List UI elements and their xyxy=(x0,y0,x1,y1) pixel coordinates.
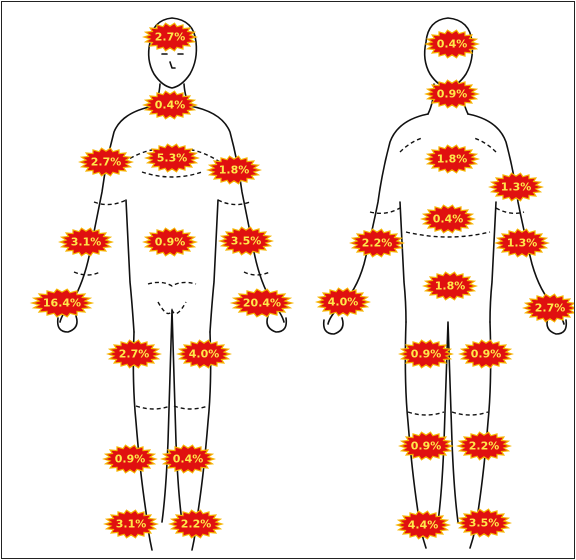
front-right-shoulder-label: 2.7% xyxy=(91,156,122,169)
back-left-thigh-label: 0.9% xyxy=(411,348,442,361)
front-right-shin-label: 0.9% xyxy=(115,453,146,466)
back-upper-back-marker: 1.8% xyxy=(426,145,478,173)
back-right-arm-marker: 1.3% xyxy=(496,229,548,257)
back-knees xyxy=(408,412,488,415)
back-left-arm-label: 2.2% xyxy=(362,237,393,250)
front-right-thigh-marker: 2.7% xyxy=(108,340,160,368)
front-right-forearm-label: 3.1% xyxy=(71,236,102,249)
back-mid-back-marker: 0.4% xyxy=(422,205,474,233)
front-abdomen-marker: 0.9% xyxy=(144,228,196,256)
front-right-hand-marker: 16.4% xyxy=(32,289,92,317)
front-face-eyes xyxy=(162,54,183,68)
back-left-arm-marker: 2.2% xyxy=(351,229,403,257)
front-head-marker: 2.7% xyxy=(144,23,196,51)
back-left-heel-label: 4.4% xyxy=(408,519,439,532)
front-chest-marker: 5.3% xyxy=(146,144,198,172)
front-left-hand-marker: 20.4% xyxy=(232,289,292,317)
back-right-heel-label: 3.5% xyxy=(469,517,500,530)
front-chest-label: 5.3% xyxy=(157,152,188,165)
back-lower-back-label: 1.8% xyxy=(435,280,466,293)
front-right-hand-label: 16.4% xyxy=(43,297,81,310)
front-right-shin-marker: 0.9% xyxy=(104,445,156,473)
back-left-hand-marker: 4.0% xyxy=(317,288,369,316)
front-right-shoulder-marker: 2.7% xyxy=(80,148,132,176)
front-groin xyxy=(148,282,196,313)
back-neck-label: 0.9% xyxy=(437,88,468,101)
front-chest-line xyxy=(142,172,202,177)
front-abdomen-label: 0.9% xyxy=(155,236,186,249)
back-right-shoulder-marker: 1.3% xyxy=(490,173,542,201)
back-left-thigh-marker: 0.9% xyxy=(400,340,452,368)
back-right-calf-marker: 2.2% xyxy=(458,432,510,460)
front-left-forearm-label: 3.5% xyxy=(231,235,262,248)
front-left-forearm-marker: 3.5% xyxy=(220,227,272,255)
front-left-foot-label: 2.2% xyxy=(181,518,212,531)
back-right-thigh-label: 0.9% xyxy=(471,348,502,361)
back-left-heel-marker: 4.4% xyxy=(397,511,449,539)
front-right-foot-label: 3.1% xyxy=(116,518,147,531)
front-neck-label: 0.4% xyxy=(155,99,186,112)
front-left-thigh-label: 4.0% xyxy=(189,348,220,361)
back-mid-back-label: 0.4% xyxy=(433,213,464,226)
back-left-calf-label: 0.9% xyxy=(411,440,442,453)
front-right-forearm-marker: 3.1% xyxy=(60,228,112,256)
back-right-hand-label: 2.7% xyxy=(535,302,566,315)
back-head-label: 0.4% xyxy=(437,38,468,51)
back-right-heel-marker: 3.5% xyxy=(458,509,510,537)
back-left-hand-label: 4.0% xyxy=(328,296,359,309)
back-right-hand-marker: 2.7% xyxy=(524,294,574,322)
front-left-shin-label: 0.4% xyxy=(173,453,204,466)
back-lower-back-marker: 1.8% xyxy=(424,272,476,300)
back-hands xyxy=(324,318,567,334)
back-right-calf-label: 2.2% xyxy=(469,440,500,453)
front-left-shoulder-marker: 1.8% xyxy=(208,156,260,184)
front-left-hand-label: 20.4% xyxy=(243,297,281,310)
front-neck-marker: 0.4% xyxy=(144,91,196,119)
front-left-foot-marker: 2.2% xyxy=(170,510,222,538)
back-upper-back-label: 1.8% xyxy=(437,153,468,166)
front-knees xyxy=(136,406,208,409)
back-right-shoulder-label: 1.3% xyxy=(501,181,532,194)
front-head-label: 2.7% xyxy=(155,31,186,44)
front-right-thigh-label: 2.7% xyxy=(119,348,150,361)
front-left-thigh-marker: 4.0% xyxy=(178,340,230,368)
back-right-thigh-marker: 0.9% xyxy=(460,340,512,368)
front-torso xyxy=(60,106,284,322)
back-right-arm-label: 1.3% xyxy=(507,237,538,250)
front-left-shoulder-label: 1.8% xyxy=(219,164,250,177)
